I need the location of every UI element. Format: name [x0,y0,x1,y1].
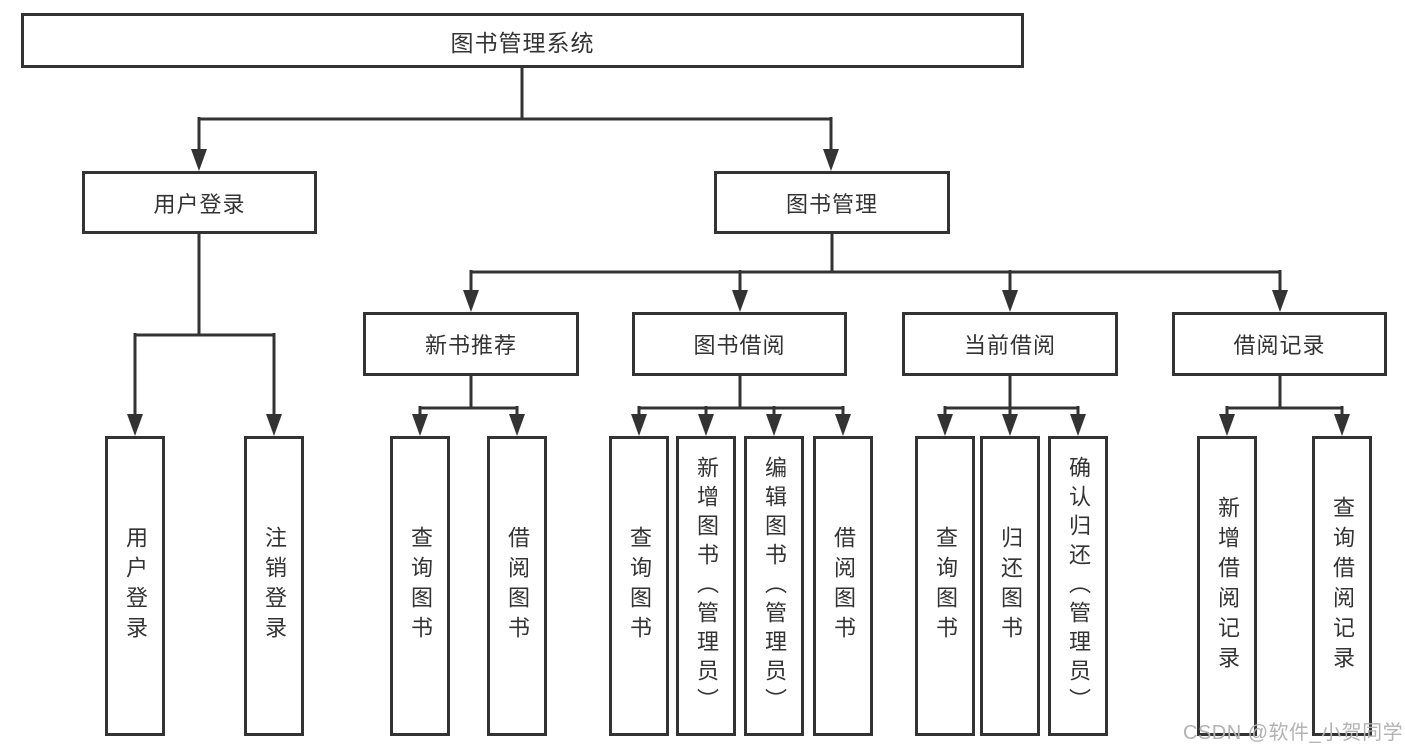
edge-book-borrow-to-leaves [631,376,851,436]
leaf-query-books-current: 查询图书 [915,436,975,736]
arrowhead [1219,414,1235,436]
edge-new-book-recommend-to-leaves [412,376,525,436]
leaf-user-login: 用户登录 [105,436,165,736]
arrowhead [1002,290,1018,312]
node-library-management-system: 图书管理系统 [21,13,1024,68]
arrowhead [1002,414,1018,436]
node-new-book-recommend: 新书推荐 [363,312,579,376]
edge-book-management-to-level3 [463,234,1288,312]
leaf-query-books-recommend: 查询图书 [390,436,450,736]
arrowhead [509,414,525,436]
arrowhead [823,149,839,171]
arrowhead [631,414,647,436]
edge-borrow-records-to-leaves [1219,376,1350,436]
arrowhead [1070,414,1086,436]
node-book-management: 图书管理 [714,171,950,234]
leaf-query-books-borrow: 查询图书 [609,436,669,736]
arrowhead [1334,414,1350,436]
arrowhead [937,414,953,436]
arrowhead [698,414,714,436]
node-user-login: 用户登录 [82,171,317,234]
arrowhead [266,414,282,436]
leaf-return-books: 归还图书 [980,436,1040,736]
arrowhead [766,414,782,436]
arrowhead [835,414,851,436]
leaf-logout: 注销登录 [244,436,304,736]
leaf-borrow-books-recommend: 借阅图书 [487,436,547,736]
edge-root-to-level2 [191,68,839,171]
edge-current-borrow-to-leaves [937,376,1086,436]
arrowhead [463,290,479,312]
arrowhead [127,414,143,436]
leaf-confirm-return-admin: 确认归还（管理员） [1048,436,1108,736]
arrowhead [1272,290,1288,312]
leaf-edit-books-admin: 编辑图书（管理员） [744,436,804,736]
node-book-borrow: 图书借阅 [632,312,847,376]
leaf-add-borrow-record: 新增借阅记录 [1197,436,1257,736]
leaf-add-books-admin: 新增图书（管理员） [676,436,736,736]
arrowhead [412,414,428,436]
leaf-borrow-books-borrow: 借阅图书 [813,436,873,736]
arrowhead [191,149,207,171]
leaf-query-borrow-record: 查询借阅记录 [1312,436,1372,736]
node-current-borrow: 当前借阅 [902,312,1118,376]
csdn-watermark: CSDN @软件_小贺同学 [1183,722,1404,744]
arrowhead [732,290,748,312]
edge-user-login-to-leaves [127,234,282,436]
node-borrow-records: 借阅记录 [1172,312,1387,376]
